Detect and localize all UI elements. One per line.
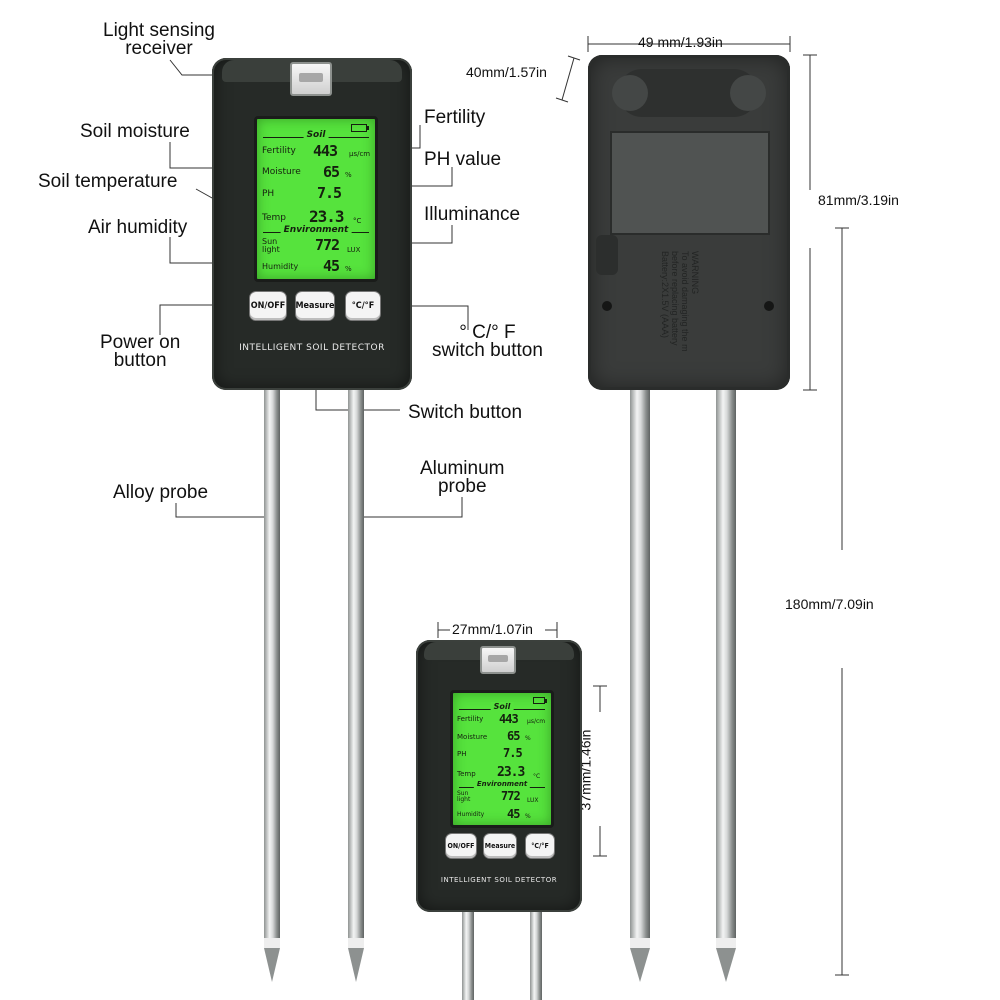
aluminum-probe bbox=[348, 390, 364, 938]
lcd-ph-value: 7.5 bbox=[317, 184, 342, 202]
callout-soil-temperature: Soil temperature bbox=[38, 171, 178, 192]
callout-alloy-probe: Alloy probe bbox=[113, 482, 209, 503]
callout-soil-moisture: Soil moisture bbox=[80, 121, 190, 142]
lcd-fertility-value: 443 bbox=[313, 142, 338, 160]
alloy-probe bbox=[264, 390, 280, 938]
lcd-temp-label: Temp bbox=[262, 213, 286, 223]
lcd-temp-unit: °C bbox=[353, 217, 362, 225]
dim-depth-back: 40mm/1.57in bbox=[466, 64, 547, 80]
lcd-sunlight-value: 772 bbox=[315, 236, 340, 254]
callout-light-sensing-receiver: Light sensing receiver bbox=[103, 20, 215, 59]
lcd-environment-header: Environment bbox=[280, 225, 352, 235]
dim-height-body: 81mm/3.19in bbox=[818, 192, 899, 208]
screw-hole bbox=[764, 301, 774, 311]
dim-probe-length: 180mm/7.09in bbox=[785, 596, 874, 612]
callout-air-humidity: Air humidity bbox=[88, 217, 188, 238]
lcd-moisture-label: Moisture bbox=[262, 167, 301, 177]
lcd-screen-small: Soil Fertility 443 μs/cm Moisture 65 % P… bbox=[450, 690, 554, 828]
callout-fertility: Fertility bbox=[424, 107, 486, 128]
brand-text-small: INTELLIGENT SOIL DETECTOR bbox=[440, 876, 558, 884]
celsius-fahrenheit-button[interactable]: °C/°F bbox=[346, 292, 380, 320]
callout-illuminance: Illuminance bbox=[424, 204, 521, 225]
probe-tip bbox=[348, 948, 364, 982]
callout-ph-value: PH value bbox=[424, 149, 502, 170]
lcd-sunlight-unit: LUX bbox=[347, 246, 361, 254]
light-sensor bbox=[480, 646, 516, 674]
dim-width-screen: 27mm/1.07in bbox=[452, 621, 533, 637]
lcd-ph-label: PH bbox=[262, 189, 275, 199]
lcd-moisture-value: 65 bbox=[323, 163, 340, 181]
lcd-humidity-unit: % bbox=[345, 265, 352, 273]
probe-ring bbox=[264, 938, 280, 948]
small-probe-right bbox=[530, 912, 542, 1000]
lcd-fertility-unit: μs/cm bbox=[349, 150, 371, 158]
battery-icon bbox=[533, 697, 547, 704]
light-sensor bbox=[290, 62, 332, 96]
callout-cf-switch-button: ° C/° F switch button bbox=[432, 322, 543, 361]
back-probe-right bbox=[716, 218, 736, 938]
battery-icon bbox=[351, 124, 369, 132]
probe-tip bbox=[716, 948, 736, 982]
lcd-screen: Soil Fertility 443 μs/cm Moisture 65 % P… bbox=[254, 116, 378, 282]
soil-detector-front: Soil Fertility 443 μs/cm Moisture 65 % P… bbox=[212, 58, 412, 390]
probe-tip bbox=[264, 948, 280, 982]
measure-button-small[interactable]: Measure bbox=[484, 834, 516, 858]
back-probe-left bbox=[630, 218, 650, 938]
on-off-button-small[interactable]: ON/OFF bbox=[446, 834, 476, 858]
lcd-fertility-label: Fertility bbox=[262, 146, 296, 156]
lcd-sunlight-label: Sun light bbox=[262, 237, 280, 254]
belt-clip bbox=[610, 131, 770, 235]
callout-aluminum-probe: Aluminum probe bbox=[420, 458, 505, 497]
small-probe-left bbox=[462, 912, 474, 1000]
probe-tip bbox=[630, 948, 650, 982]
soil-detector-back: WARNING To avoid damaging the m before r… bbox=[588, 55, 790, 390]
callout-power-on-button: Power on button bbox=[100, 332, 181, 371]
callout-switch-button: Switch button bbox=[408, 402, 523, 423]
lcd-humidity-value: 45 bbox=[323, 257, 340, 275]
brand-text: INTELLIGENT SOIL DETECTOR bbox=[239, 343, 385, 353]
soil-detector-small: Soil Fertility 443 μs/cm Moisture 65 % P… bbox=[416, 640, 582, 912]
measure-button[interactable]: Measure bbox=[295, 292, 335, 320]
screw-hole bbox=[602, 301, 612, 311]
lcd-soil-header: Soil bbox=[303, 130, 329, 140]
probe-ring bbox=[348, 938, 364, 948]
battery-warning-text: WARNING To avoid damaging the m before r… bbox=[660, 251, 700, 352]
lcd-humidity-label: Humidity bbox=[262, 262, 299, 271]
dim-width-back: 49 mm/1.93in bbox=[638, 34, 723, 50]
on-off-button[interactable]: ON/OFF bbox=[250, 292, 286, 320]
lcd-temp-value: 23.3 bbox=[309, 207, 345, 226]
lcd-moisture-unit: % bbox=[345, 171, 352, 179]
celsius-fahrenheit-button-small[interactable]: °C/°F bbox=[526, 834, 554, 858]
